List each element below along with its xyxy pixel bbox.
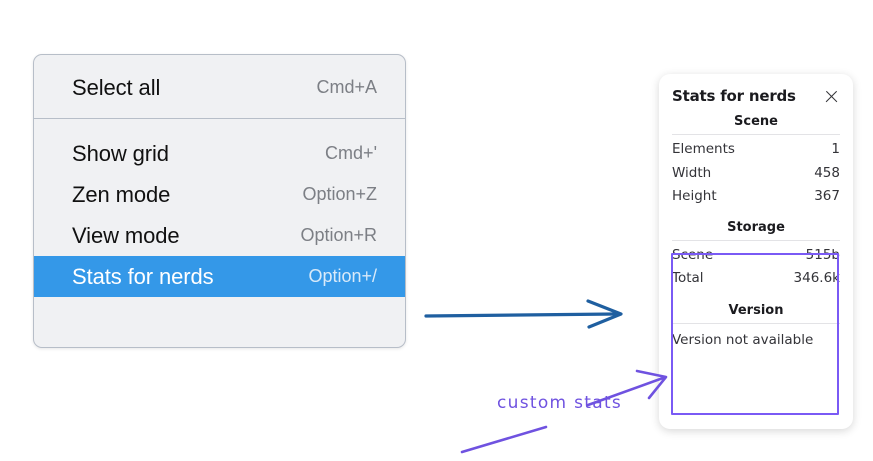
stat-key: Total [672,270,704,287]
section-rule [672,134,840,135]
stat-value: 458 [814,164,840,181]
section-heading-scene: Scene [734,114,778,129]
stat-row-width: Width 458 [672,162,840,186]
menu-section-2: Show grid Cmd+' Zen mode Option+Z View m… [34,119,405,297]
menu-item-label: Show grid [72,140,169,166]
blue-arrow [424,299,623,329]
stat-row-elements: Elements 1 [672,138,840,162]
purple-underline-stroke [460,425,548,454]
section-rule [672,322,840,324]
section-rule [672,239,840,241]
menu-item-shortcut: Cmd+A [316,77,377,97]
stat-value: 1 [831,141,840,157]
menu-item-stats-for-nerds[interactable]: Stats for nerds Option+/ [34,256,405,297]
section-heading-storage: Storage [727,219,785,235]
stat-row-height: Height 367 [672,185,840,209]
stats-for-nerds-panel[interactable]: Stats for nerds Scene Elements 1 Width 4… [659,74,853,429]
menu-item-label: Select all [72,74,161,100]
menu-item-show-grid[interactable]: Show grid Cmd+' [34,133,405,174]
menu-item-shortcut: Option+R [300,225,377,245]
stat-value: 346.6k [793,270,840,287]
stat-key: Elements [672,141,735,157]
menu-section-1: Select all Cmd+A [34,55,405,118]
menu-item-view-mode[interactable]: View mode Option+R [34,215,405,256]
stat-row-storage-scene: Scene 515b [672,244,840,268]
menu-item-select-all[interactable]: Select all Cmd+A [34,67,405,108]
stat-key: Scene [672,246,714,263]
menu-item-shortcut: Option+/ [308,266,377,286]
version-note: Version not available [672,331,814,348]
menu-item-shortcut: Cmd+' [325,143,377,163]
context-menu[interactable]: Select all Cmd+A Show grid Cmd+' Zen mod… [33,54,406,348]
stat-value: 367 [814,188,840,205]
panel-body: Scene Elements 1 Width 458 Height 367 St… [659,111,853,360]
handwritten-annotation-label: custom stats [497,393,623,413]
close-icon[interactable] [823,88,840,105]
stat-key: Height [672,188,717,205]
section-heading-version: Version [728,302,784,318]
panel-title: Stats for nerds [672,87,796,105]
menu-item-label: Stats for nerds [72,263,214,289]
panel-header: Stats for nerds [659,74,853,111]
menu-item-shortcut: Option+Z [302,184,377,204]
menu-item-label: Zen mode [72,181,171,207]
menu-divider [34,118,405,119]
menu-item-label: View mode [72,222,180,248]
stat-row-storage-total: Total 346.6k [672,267,840,291]
menu-item-zen-mode[interactable]: Zen mode Option+Z [34,174,405,215]
stat-key: Width [672,164,712,181]
stat-value: 515b [805,246,840,263]
